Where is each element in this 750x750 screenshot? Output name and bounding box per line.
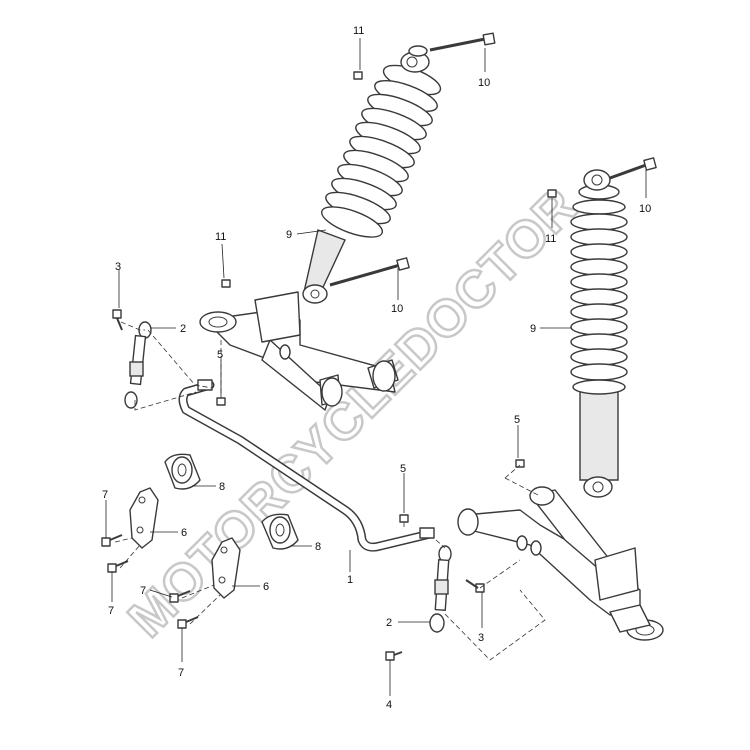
callout-nut-5-b: 5 bbox=[514, 414, 520, 426]
a-arm-right bbox=[457, 486, 664, 641]
nut-11-middle bbox=[221, 279, 231, 288]
shock-absorber-right bbox=[570, 169, 628, 498]
callout-bracket-lower: 6 bbox=[263, 581, 269, 593]
callout-bushing-upper: 8 bbox=[219, 481, 225, 493]
callout-bracket-upper: 6 bbox=[181, 527, 187, 539]
shock-absorber-left bbox=[302, 45, 442, 304]
nut-5-a bbox=[216, 397, 226, 406]
bracket-lower bbox=[211, 537, 241, 599]
bushing-lower bbox=[261, 513, 299, 550]
callout-bolt-4: 4 bbox=[386, 699, 392, 711]
nut-5-c bbox=[399, 514, 409, 523]
callouts: 1 2 2 3 3 4 5 5 5 6 6 7 7 7 7 8 8 9 9 10… bbox=[102, 25, 651, 711]
bolt-3-upper bbox=[112, 309, 123, 331]
callout-nut-11-top: 11 bbox=[353, 25, 364, 37]
nut-5-b bbox=[515, 459, 525, 468]
nut-11-top bbox=[353, 71, 363, 80]
bolt-7-b bbox=[107, 560, 129, 573]
bolt-3-lower bbox=[465, 579, 485, 593]
bolt-7-a bbox=[101, 534, 123, 547]
callout-bolt-10-right: 10 bbox=[639, 203, 651, 215]
callout-bushing-lower: 8 bbox=[315, 541, 321, 553]
callout-bolt-10-top: 10 bbox=[478, 77, 490, 89]
callout-stabilizer-bar: 1 bbox=[347, 574, 353, 586]
callout-nut-5-c: 5 bbox=[400, 463, 406, 475]
callout-nut-5-a: 5 bbox=[217, 349, 223, 361]
bolt-10-top bbox=[429, 32, 496, 52]
coil-spring-left bbox=[320, 64, 442, 238]
callout-nut-11-middle: 11 bbox=[215, 231, 226, 243]
stabilizer-bar bbox=[178, 379, 435, 552]
bolt-10-right bbox=[609, 157, 657, 180]
coil-spring-right bbox=[570, 199, 628, 395]
stabilizer-link-lower bbox=[429, 545, 452, 633]
bolt-7-c bbox=[169, 590, 191, 603]
callout-link-lower: 2 bbox=[386, 617, 392, 629]
stabilizer-link-upper bbox=[124, 321, 152, 409]
callout-bolt-3-upper: 3 bbox=[115, 261, 121, 273]
callout-bolt-7-a: 7 bbox=[102, 489, 108, 501]
callout-bolt-10-middle: 10 bbox=[391, 303, 403, 315]
callout-nut-11-right: 11 bbox=[545, 233, 556, 245]
callout-shock-right: 9 bbox=[530, 323, 536, 335]
callout-bolt-7-c: 7 bbox=[140, 585, 146, 597]
a-arm-left bbox=[199, 291, 399, 411]
leader-lines bbox=[105, 38, 647, 696]
callout-bolt-7-b: 7 bbox=[108, 605, 114, 617]
callout-shock-left: 9 bbox=[286, 229, 292, 241]
callout-bolt-7-d: 7 bbox=[178, 667, 184, 679]
bracket-upper bbox=[129, 487, 159, 549]
bolt-4 bbox=[385, 651, 403, 661]
nut-11-right bbox=[547, 189, 557, 198]
bushing-upper bbox=[164, 453, 201, 490]
callout-link-upper: 2 bbox=[180, 323, 186, 335]
callout-bolt-3-lower: 3 bbox=[478, 632, 484, 644]
bolt-10-middle bbox=[329, 257, 410, 287]
